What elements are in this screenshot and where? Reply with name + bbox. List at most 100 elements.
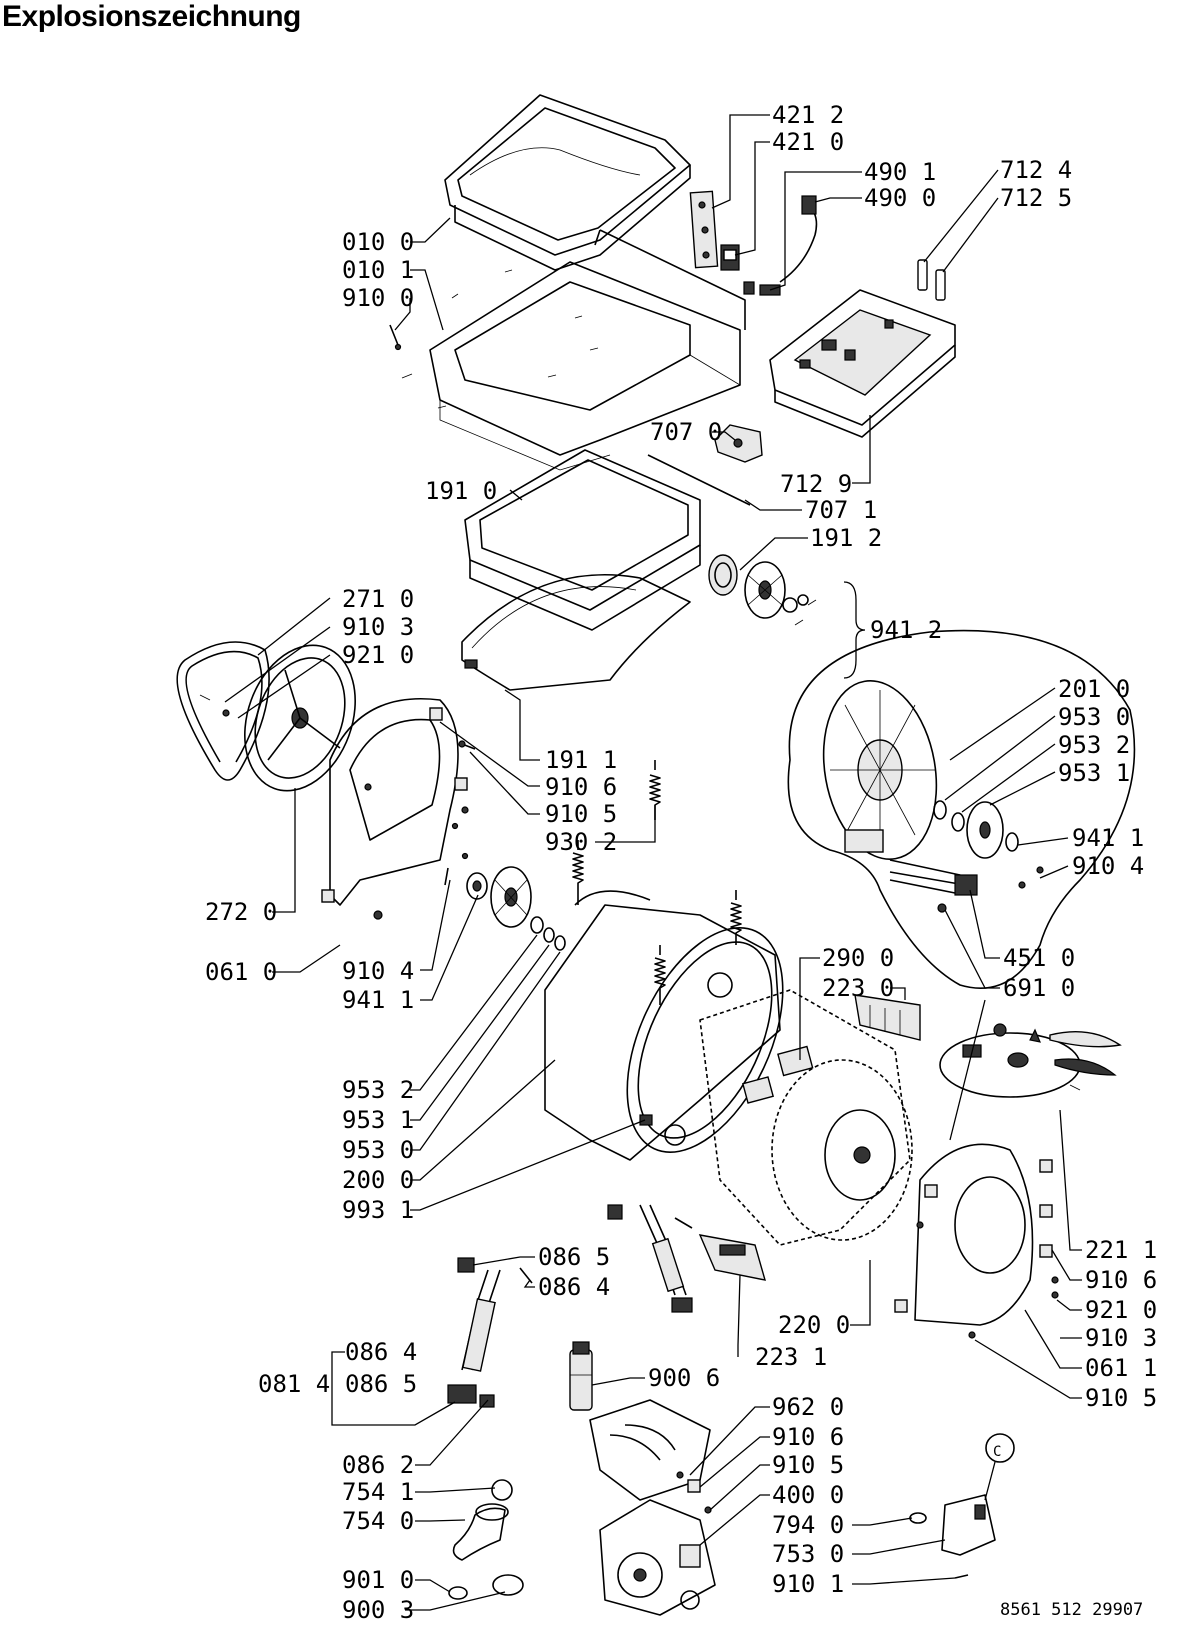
callout-953-0-left: 953 0: [342, 1136, 414, 1164]
callout-290-0: 290 0: [822, 944, 894, 972]
damper-left-part: [447, 1257, 533, 1408]
callout-910-4-right: 910 4: [1072, 852, 1144, 880]
drawing-number: 8561 512 29907: [1000, 1600, 1143, 1620]
callout-191-2: 191 2: [810, 524, 882, 552]
callout-901-0: 901 0: [342, 1566, 414, 1594]
suspension-springs-part: [572, 760, 742, 1005]
callout-921-0-right: 921 0: [1085, 1296, 1157, 1324]
callout-201-0: 201 0: [1058, 675, 1130, 703]
screws-group-part: [444, 740, 476, 886]
callout-490-0: 490 0: [864, 184, 936, 212]
motor-bracket-part: [698, 1234, 766, 1281]
callout-400-0: 400 0: [772, 1481, 844, 1509]
callout-941-1-left: 941 1: [342, 986, 414, 1014]
callout-221-1: 221 1: [1085, 1236, 1157, 1264]
bearing-flange-part: [708, 554, 817, 626]
callout-061-0: 061 0: [205, 958, 277, 986]
heater-part: [889, 859, 978, 913]
pulley-part: [244, 644, 356, 792]
callout-081-4: 081 4: [258, 1370, 330, 1398]
callout-953-1-left: 953 1: [342, 1106, 414, 1134]
callout-962-0: 962 0: [772, 1393, 844, 1421]
callout-707-0: 707 0: [650, 418, 722, 446]
callout-421-2: 421 2: [772, 101, 844, 129]
left-bearing-part: [466, 866, 566, 951]
callout-993-1: 993 1: [342, 1196, 414, 1224]
callout-953-2-left: 953 2: [342, 1076, 414, 1104]
callout-910-4-left: 910 4: [342, 957, 414, 985]
front-shell-part: [894, 1143, 1059, 1339]
callout-223-1: 223 1: [755, 1343, 827, 1371]
detergent-dispenser-part: [769, 289, 956, 438]
callout-910-5-right: 910 5: [1085, 1384, 1157, 1412]
callout-451-0: 451 0: [1003, 944, 1075, 972]
frame-screws-part: [389, 269, 599, 409]
callout-086-4-top: 086 4: [538, 1273, 610, 1301]
callout-900-6: 900 6: [648, 1364, 720, 1392]
top-lid-part: [444, 94, 691, 271]
callout-191-0: 191 0: [425, 477, 497, 505]
callout-691-0: 691 0: [1003, 974, 1075, 1002]
damper-right-part: [607, 1204, 693, 1313]
pressure-switch-part: [909, 1433, 1015, 1579]
callout-200-0: 200 0: [342, 1166, 414, 1194]
callout-712-4: 712 4: [1000, 156, 1072, 184]
drive-belt-part: [176, 641, 270, 781]
callout-910-6-right: 910 6: [1085, 1266, 1157, 1294]
callout-086-4-group: 086 4: [345, 1338, 417, 1366]
callout-910-5-lower: 910 5: [772, 1451, 844, 1479]
page-title: Explosionszeichnung: [2, 0, 301, 33]
callout-010-0: 010 0: [342, 228, 414, 256]
callout-712-5: 712 5: [1000, 184, 1072, 212]
callout-086-2: 086 2: [342, 1451, 414, 1479]
callout-223-0: 223 0: [822, 974, 894, 1002]
counterweight-cluster: [939, 1023, 1122, 1098]
callout-930-2: 930 2: [545, 828, 617, 856]
callout-794-0: 794 0: [772, 1511, 844, 1539]
connector-pins-part: [917, 259, 946, 301]
callout-010-1: 010 1: [342, 256, 414, 284]
callout-191-1: 191 1: [545, 746, 617, 774]
filter-cap-part: [569, 1341, 593, 1411]
callout-707-1: 707 1: [805, 496, 877, 524]
callout-953-1-right: 953 1: [1058, 759, 1130, 787]
callout-910-3-top: 910 3: [342, 613, 414, 641]
callout-086-5-group: 086 5: [345, 1370, 417, 1398]
callout-921-0-top: 921 0: [342, 641, 414, 669]
callout-953-2-right: 953 2: [1058, 731, 1130, 759]
drain-hose-parts: [448, 1479, 524, 1600]
outer-tub-part: [544, 890, 784, 1161]
callout-490-1: 490 1: [864, 158, 936, 186]
rear-shell-part: [321, 698, 468, 920]
callout-910-6-left: 910 6: [545, 773, 617, 801]
callout-421-0: 421 0: [772, 128, 844, 156]
leader-lines: [224, 114, 1082, 1611]
callout-754-1: 754 1: [342, 1478, 414, 1506]
callout-953-0-right: 953 0: [1058, 703, 1130, 731]
callout-910-6-lower: 910 6: [772, 1423, 844, 1451]
callout-754-0: 754 0: [342, 1507, 414, 1535]
callout-220-0: 220 0: [778, 1311, 850, 1339]
callout-271-0: 271 0: [342, 585, 414, 613]
callout-labels: 421 2 421 0 490 1 490 0 712 4 712 5 010 …: [205, 101, 1157, 1624]
callout-272-0: 272 0: [205, 898, 277, 926]
callout-910-5-left: 910 5: [545, 800, 617, 828]
callout-061-1: 061 1: [1085, 1354, 1157, 1382]
callout-941-2: 941 2: [870, 616, 942, 644]
top-frame-part: [429, 229, 746, 471]
tub-seal-part: [461, 574, 691, 691]
callout-753-0: 753 0: [772, 1540, 844, 1568]
callout-086-5-top: 086 5: [538, 1243, 610, 1271]
callout-941-1-right: 941 1: [1072, 824, 1144, 852]
callout-900-3: 900 3: [342, 1596, 414, 1624]
drum-lifter-part: [854, 994, 921, 1041]
door-lock-part: [647, 424, 763, 506]
callout-910-3-right: 910 3: [1085, 1324, 1157, 1352]
control-board-part: [689, 190, 740, 271]
drain-pump-part: [599, 1479, 716, 1616]
drum-flange-cluster: [787, 629, 1136, 989]
callout-712-9: 712 9: [780, 470, 852, 498]
callout-c-symbol: C: [993, 1444, 1001, 1460]
